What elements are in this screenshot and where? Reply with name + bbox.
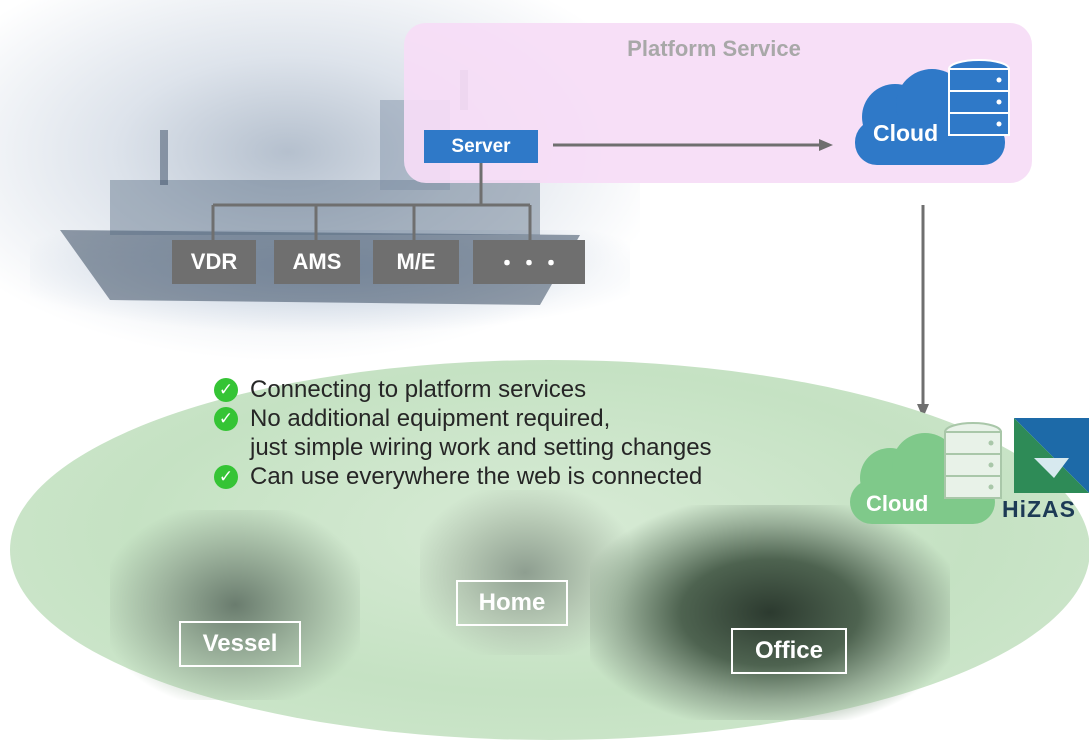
check-icon: ✓ (214, 464, 238, 489)
cloud-top-label: Cloud (873, 120, 939, 146)
check-icon: ✓ (214, 377, 238, 402)
platform-service-title: Platform Service (404, 36, 1032, 62)
cloud-bottom-label: Cloud (866, 491, 929, 516)
device-me: M/E (373, 240, 459, 284)
feature-text: Connecting to platform services (250, 376, 587, 403)
feature-list: ✓ Connecting to platform services ✓ No a… (214, 375, 712, 491)
check-icon: ✓ (214, 406, 238, 431)
feature-text: just simple wiring work and setting chan… (250, 434, 712, 461)
vessel-photo (110, 510, 360, 700)
location-office: Office (731, 628, 847, 674)
server-label: Server (424, 130, 538, 163)
cloud-database-icon (855, 59, 1010, 165)
feature-item: ✓ Can use everywhere the web is connecte… (214, 462, 712, 491)
feature-item: ✓ Connecting to platform services (214, 375, 712, 404)
feature-text: Can use everywhere the web is connected (250, 463, 703, 490)
hizas-logo-icon (1014, 418, 1089, 493)
device-more: ・・・ (473, 240, 585, 284)
hizas-logo-text: HiZAS (1002, 496, 1076, 522)
location-home: Home (456, 580, 568, 626)
office-photo (590, 505, 950, 720)
location-vessel: Vessel (179, 621, 301, 667)
device-ams: AMS (274, 240, 360, 284)
feature-item-continuation: just simple wiring work and setting chan… (214, 433, 712, 462)
feature-text: No additional equipment required, (250, 405, 611, 432)
device-vdr: VDR (172, 240, 256, 284)
feature-item: ✓ No additional equipment required, (214, 404, 712, 433)
platform-service-title-text: Platform Service (627, 36, 801, 61)
cloud-database-icon (850, 422, 1002, 524)
